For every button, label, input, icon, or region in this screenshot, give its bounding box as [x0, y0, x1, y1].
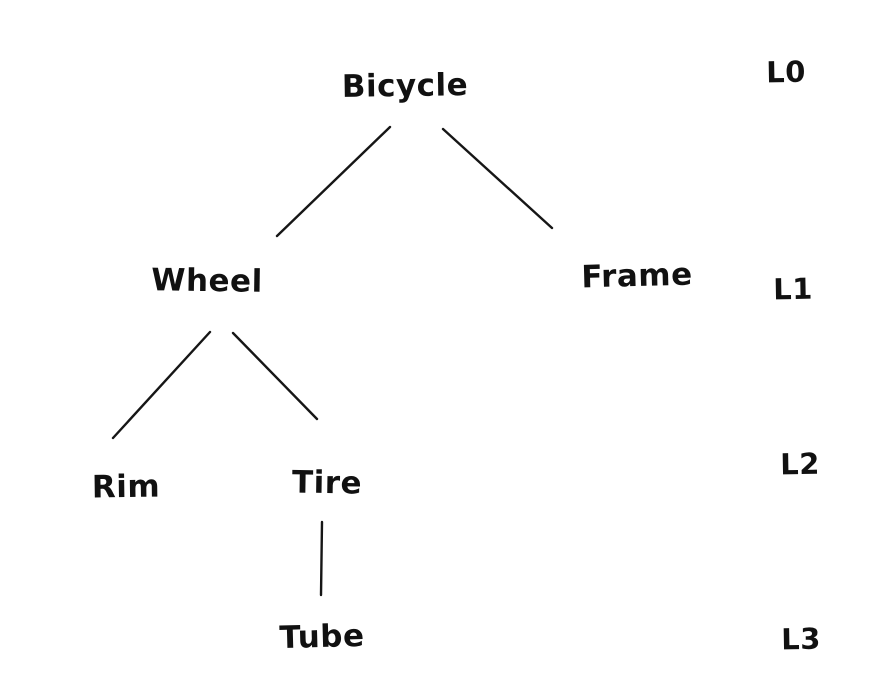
edge-tire-tube	[319, 520, 324, 597]
level-label-l3: L3	[780, 621, 822, 657]
node-tire: Tire	[291, 464, 363, 502]
node-frame: Frame	[580, 256, 694, 296]
node-tube: Tube	[279, 617, 365, 657]
edge-bicycle-wheel	[275, 125, 392, 238]
node-wheel: Wheel	[151, 262, 263, 300]
node-bicycle: Bicycle	[341, 67, 469, 105]
level-label-l1: L1	[772, 271, 814, 307]
edge-wheel-rim	[111, 330, 212, 440]
edge-bicycle-frame	[441, 127, 554, 230]
edge-wheel-tire	[231, 331, 319, 421]
level-label-l2: L2	[779, 446, 821, 482]
node-rim: Rim	[91, 468, 161, 506]
level-label-l0: L0	[765, 54, 807, 90]
